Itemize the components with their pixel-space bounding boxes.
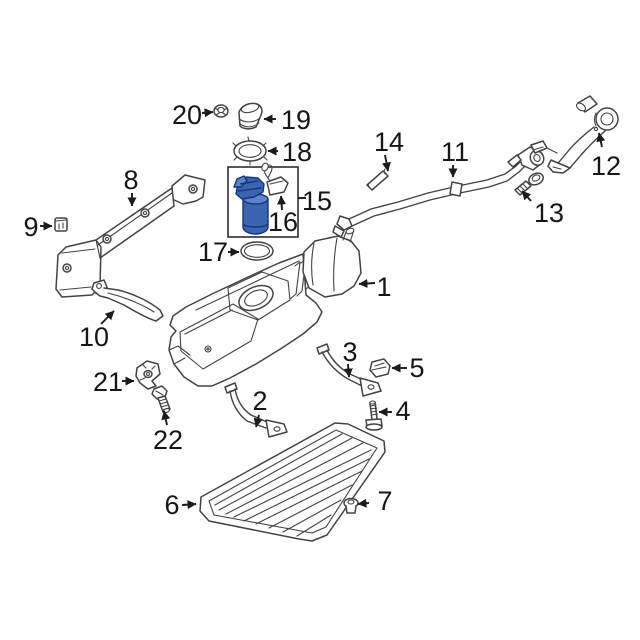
callout-7-label[interactable]: 7: [377, 486, 392, 516]
fuel-tank-icon: [168, 227, 362, 387]
callout-22: 22: [153, 410, 183, 455]
callout-13: 13: [521, 190, 564, 228]
filler-pipe-bolt-icon: [514, 172, 544, 196]
callout-1-label[interactable]: 1: [376, 272, 391, 302]
callout-21-label[interactable]: 21: [93, 367, 123, 397]
tank-strap-front-icon: [224, 382, 288, 438]
callout-4: 4: [378, 396, 411, 426]
strap-clip-nut-icon: [369, 358, 391, 378]
filler-pipe-icon: [530, 95, 619, 174]
bracket-bolt-icon: [151, 385, 171, 414]
callout-15: 15: [298, 186, 332, 216]
vent-tube-icon: [332, 146, 545, 238]
push-nut-icon: [343, 497, 359, 514]
callout-18: 18: [267, 137, 312, 167]
callout-3: 3: [342, 337, 358, 378]
filler-funnel-icon: [238, 102, 263, 130]
callout-13-label[interactable]: 13: [534, 198, 564, 228]
callout-16: 16: [268, 195, 298, 237]
heat-shield-icon: [55, 174, 206, 298]
callout-19-label[interactable]: 19: [281, 105, 311, 135]
callout-10-label[interactable]: 10: [79, 322, 109, 352]
callout-6-label[interactable]: 6: [164, 490, 179, 520]
callout-17-label[interactable]: 17: [198, 237, 228, 267]
skid-plate-icon: [199, 422, 386, 542]
callout-17: 17: [198, 237, 240, 267]
callout-11: 11: [441, 137, 469, 178]
fuel-pump-module-icon: [227, 162, 299, 238]
callout-10: 10: [79, 310, 115, 352]
callout-14: 14: [374, 127, 404, 172]
callout-5-label[interactable]: 5: [409, 353, 424, 383]
callout-18-label[interactable]: 18: [282, 137, 312, 167]
support-bracket-icon: [135, 360, 161, 390]
lock-ring-icon: [232, 136, 268, 166]
shield-bracket-icon: [91, 279, 164, 322]
callout-4-label[interactable]: 4: [395, 396, 410, 426]
callout-6: 6: [164, 490, 197, 520]
strap-bolt-icon: [365, 400, 383, 431]
fuel-pump-icon: [233, 175, 269, 235]
callout-2: 2: [252, 386, 268, 428]
pump-connector-icon: [261, 162, 289, 196]
callout-1: 1: [358, 272, 392, 302]
callout-19: 19: [263, 105, 311, 135]
callout-12: 12: [591, 132, 621, 181]
callout-7: 7: [357, 486, 393, 516]
callout-8: 8: [123, 165, 139, 207]
callout-22-label[interactable]: 22: [153, 425, 183, 455]
callout-14-label[interactable]: 14: [374, 127, 404, 157]
callout-11-label[interactable]: 11: [441, 137, 469, 167]
callout-21: 21: [93, 367, 135, 397]
callout-8-label[interactable]: 8: [123, 165, 138, 195]
shield-clip-nut-icon: [54, 217, 68, 232]
callout-20: 20: [172, 100, 214, 130]
callout-9-label[interactable]: 9: [23, 212, 38, 242]
callout-9: 9: [23, 212, 53, 242]
callout-2-label[interactable]: 2: [252, 386, 267, 416]
callout-5: 5: [391, 353, 425, 383]
callout-16-label[interactable]: 16: [268, 207, 298, 237]
mounting-nut-icon: [213, 104, 229, 118]
filler-hose-icon: [366, 168, 389, 191]
o-ring-icon: [240, 241, 274, 261]
callout-3-label[interactable]: 3: [342, 337, 357, 367]
callout-15-label[interactable]: 15: [302, 186, 332, 216]
callout-12-label[interactable]: 12: [591, 151, 621, 181]
callout-20-label[interactable]: 20: [172, 100, 202, 130]
